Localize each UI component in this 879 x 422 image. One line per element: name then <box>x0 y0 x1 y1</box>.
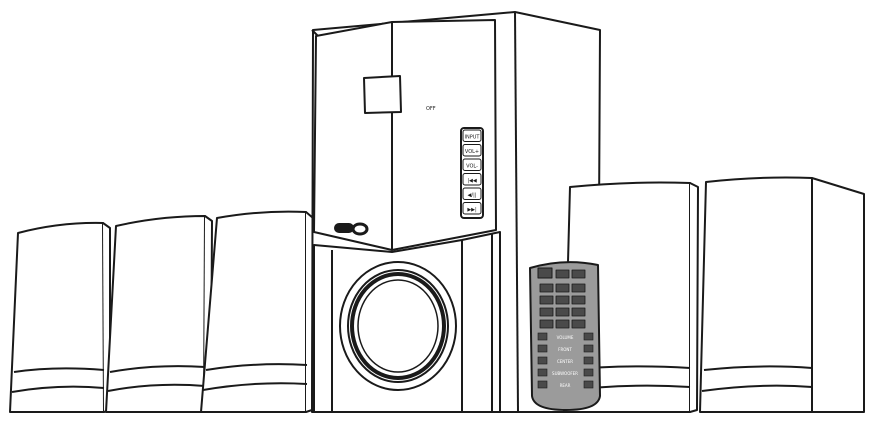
remote-button <box>555 307 570 317</box>
remote-row-label: CENTER <box>557 359 573 364</box>
remote-button <box>571 269 586 279</box>
left-satellite-speaker-1 <box>9 221 111 413</box>
remote-level-button <box>583 368 594 377</box>
remote-button <box>539 307 554 317</box>
remote-row-label: SUBWOOFER <box>552 371 578 376</box>
remote-level-button <box>537 368 548 377</box>
remote-level-button <box>537 332 548 341</box>
remote-button <box>539 319 554 329</box>
remote-button <box>571 295 586 305</box>
remote-button <box>555 269 570 279</box>
left-satellite-speaker-2 <box>105 215 213 413</box>
remote-button <box>555 319 570 329</box>
panel-button-label: INPUT <box>465 134 481 140</box>
subwoofer-driver <box>339 261 457 391</box>
remote-control <box>529 261 601 411</box>
remote-button <box>539 283 554 293</box>
remote-button <box>571 319 586 329</box>
remote-button <box>555 283 570 293</box>
panel-button-label: ◀/|| <box>468 192 477 198</box>
remote-row-labels: VOLUME FRONT CENTER SUBWOOFER REAR <box>537 332 594 389</box>
remote-level-button <box>583 344 594 353</box>
panel-button <box>462 173 482 186</box>
right-satellite-speaker-2 <box>699 176 865 413</box>
front-panel-button-labels: INPUT VOL+ VOL- |◀◀ ◀/|| ▶▶| <box>462 129 482 215</box>
panel-button <box>462 129 482 142</box>
remote-level-button <box>537 380 548 389</box>
remote-level-button <box>537 344 548 353</box>
remote-button <box>571 307 586 317</box>
remote-level-button <box>583 380 594 389</box>
remote-row-label: FRONT <box>558 347 572 352</box>
remote-button <box>571 283 586 293</box>
panel-button-label: ▶▶| <box>467 207 477 213</box>
remote-level-button <box>583 332 594 341</box>
panel-button <box>462 187 482 200</box>
remote-level-button <box>583 356 594 365</box>
remote-row-label: REAR <box>560 383 571 388</box>
panel-button-label: VOL+ <box>465 149 479 155</box>
remote-level-button <box>537 356 548 365</box>
display-label: OFF <box>426 106 436 112</box>
panel-button-label: VOL- <box>466 163 478 169</box>
remote-button <box>555 295 570 305</box>
front-input-jacks <box>334 222 369 236</box>
left-satellite-speaker-3 <box>200 210 314 413</box>
panel-button <box>462 144 482 157</box>
remote-row-label: VOLUME <box>557 335 574 340</box>
panel-button <box>462 202 482 215</box>
panel-button <box>462 158 482 171</box>
panel-button-label: |◀◀ <box>467 178 477 184</box>
remote-button <box>539 295 554 305</box>
